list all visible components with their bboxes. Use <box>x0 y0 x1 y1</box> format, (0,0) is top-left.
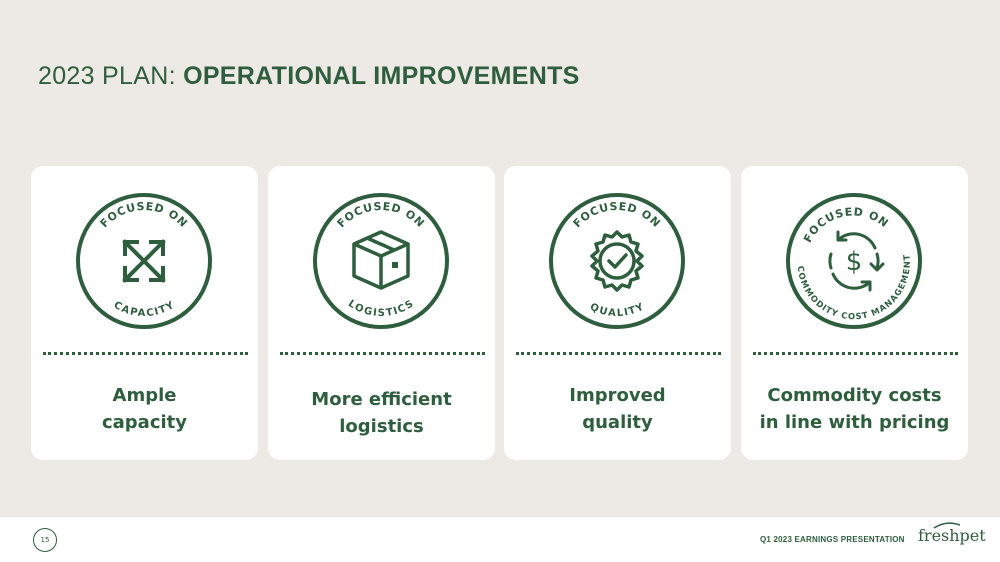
caption-line-2: quality <box>582 412 653 433</box>
caption-line-2: capacity <box>101 412 188 433</box>
caption-line-1: Commodity costs <box>767 385 942 406</box>
logo-leaf-icon <box>933 522 961 529</box>
card-capacity: FOCUSED ON CAPACITY Ample capacity <box>31 166 258 460</box>
caption-line-2: in line with pricing <box>759 412 950 433</box>
quality-badge: FOCUSED ON QUALITY <box>549 193 685 329</box>
caption-line-1: More efficient <box>311 389 452 410</box>
title-main: OPERATIONAL IMPROVEMENTS <box>183 62 580 90</box>
expand-arrows-icon <box>122 239 166 283</box>
badge-bottom-text: CAPACITY <box>111 300 176 320</box>
commodity-cost-badge: FOCUSED ON COMMODITY COST MANAGEMENT $ <box>786 193 922 329</box>
dotted-divider <box>43 352 248 355</box>
card-logistics: FOCUSED ON LOGISTICS More efficient logi… <box>268 166 495 460</box>
dotted-divider <box>516 352 721 355</box>
badge-bottom-text: QUALITY <box>588 302 646 320</box>
badge-bottom-text: LOGISTICS <box>346 299 416 320</box>
caption-line-2: logistics <box>339 416 424 437</box>
caption-line-1: Ample <box>112 385 177 406</box>
card-caption: Improved quality <box>510 382 725 436</box>
dotted-divider <box>753 352 958 355</box>
card-commodity-cost: FOCUSED ON COMMODITY COST MANAGEMENT $ C… <box>741 166 968 460</box>
card-caption: Ample capacity <box>37 382 252 436</box>
svg-text:$: $ <box>846 247 863 277</box>
caption-line-1: Improved <box>569 385 666 406</box>
quality-seal-icon <box>590 230 644 292</box>
title-prefix: 2023 PLAN: <box>38 62 176 90</box>
logistics-badge: FOCUSED ON LOGISTICS <box>313 193 449 329</box>
page-title: 2023 PLAN: OPERATIONAL IMPROVEMENTS <box>38 62 580 91</box>
freshpet-logo: freshpet <box>918 526 986 545</box>
card-caption: Commodity costs in line with pricing <box>747 382 962 436</box>
page-number: 15 <box>33 528 57 552</box>
card-caption: More efficient logistics <box>274 386 489 440</box>
dollar-cycle-icon: $ <box>828 230 885 292</box>
capacity-badge: FOCUSED ON CAPACITY <box>76 193 212 329</box>
footer-label: Q1 2023 EARNINGS PRESENTATION <box>760 535 905 544</box>
dotted-divider <box>280 352 485 355</box>
card-quality: FOCUSED ON QUALITY Improved quality <box>504 166 731 460</box>
box-icon <box>352 230 410 290</box>
